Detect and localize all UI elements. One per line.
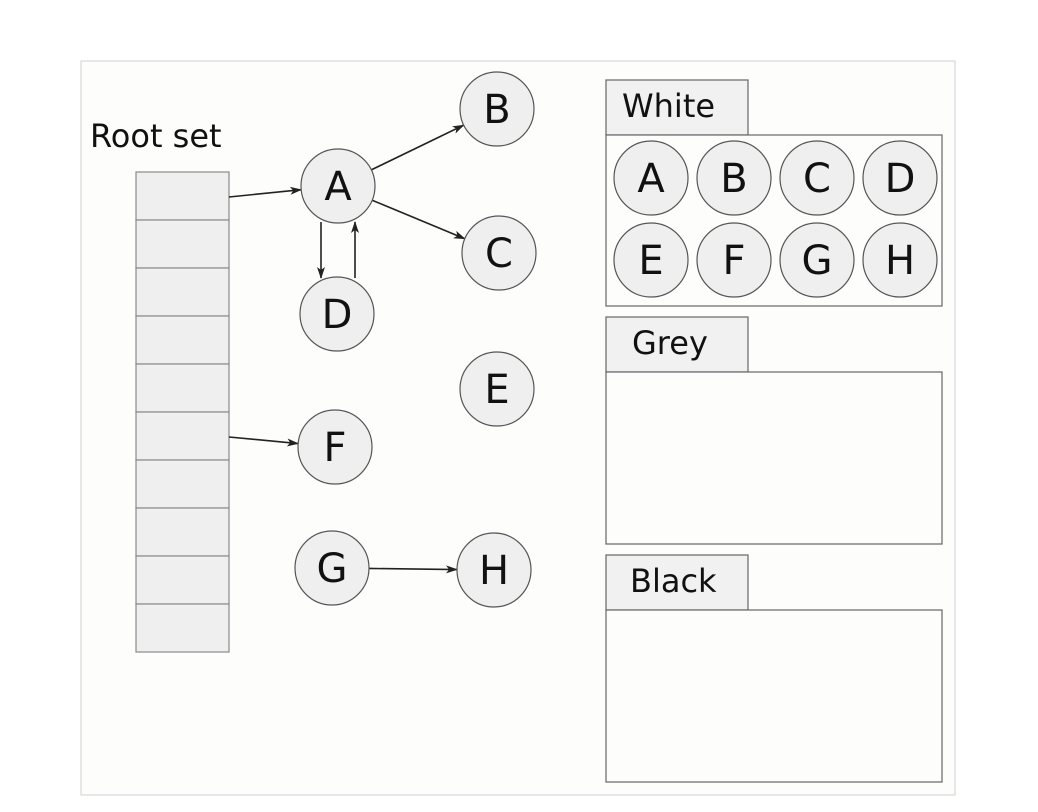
white-member-e: E [613, 222, 689, 298]
white-set-members: A B C D E F G H [613, 140, 938, 298]
node-circle [300, 148, 376, 224]
node-label: E [484, 367, 509, 413]
root-set-cell [135, 267, 230, 317]
member-circle [613, 222, 689, 298]
edge-root-6-to-F [228, 436, 300, 447]
node-g: G [294, 530, 370, 606]
root-set-cell [135, 411, 230, 461]
node-label: D [322, 292, 353, 338]
root-set-cell [135, 459, 230, 509]
node-circle [459, 351, 535, 427]
grey-set-label: Grey [632, 324, 708, 362]
root-set-cell [135, 363, 230, 413]
grey-set: Grey [605, 316, 943, 545]
member-label: A [637, 156, 665, 202]
grey-set-box [605, 371, 943, 545]
black-set-label: Black [630, 562, 717, 600]
white-set-tab [605, 79, 749, 136]
member-circle [862, 140, 938, 216]
reference-edges [228, 124, 466, 574]
root-set-title: Root set [90, 117, 222, 155]
white-member-b: B [696, 140, 772, 216]
root-set-cell [135, 555, 230, 605]
node-label: A [324, 164, 352, 210]
node-circle [461, 215, 537, 291]
white-member-a: A [613, 140, 689, 216]
black-set-box [605, 609, 943, 783]
member-label: F [722, 238, 745, 284]
node-label: B [483, 87, 510, 133]
member-label: G [802, 238, 833, 284]
member-circle [696, 222, 772, 298]
node-d: D [299, 276, 375, 352]
node-label: C [485, 231, 513, 277]
member-circle [613, 140, 689, 216]
member-circle [696, 140, 772, 216]
root-set-cell [135, 315, 230, 365]
grey-set-tab [605, 316, 749, 373]
node-b: B [459, 71, 535, 147]
node-circle [459, 71, 535, 147]
black-set: Black [605, 554, 943, 783]
white-member-c: C [779, 140, 855, 216]
member-circle [862, 222, 938, 298]
edge-root-1-to-A [228, 186, 303, 198]
member-label: D [885, 156, 916, 202]
edge-G-to-H [368, 565, 459, 574]
member-label: C [803, 156, 831, 202]
root-set-cell [135, 603, 230, 653]
node-label: H [479, 548, 509, 594]
edge-A-to-C [371, 199, 466, 240]
edge-A-to-B [370, 124, 465, 171]
member-circle [779, 222, 855, 298]
node-e: E [459, 351, 535, 427]
root-set-cell [135, 507, 230, 557]
node-label: F [323, 425, 346, 471]
white-member-g: G [779, 222, 855, 298]
member-label: E [638, 238, 663, 284]
node-circle [299, 276, 375, 352]
root-set-cell [135, 171, 230, 221]
node-h: H [456, 532, 532, 608]
object-graph-nodes: A B C D E F G H [294, 71, 537, 608]
node-circle [297, 409, 373, 485]
node-circle [456, 532, 532, 608]
root-set-cell [135, 219, 230, 269]
node-c: C [461, 215, 537, 291]
member-label: B [720, 156, 747, 202]
node-f: F [297, 409, 373, 485]
member-label: H [885, 238, 915, 284]
node-a: A [300, 148, 376, 224]
white-set-label: White [622, 87, 715, 125]
white-member-h: H [862, 222, 938, 298]
member-circle [779, 140, 855, 216]
white-member-d: D [862, 140, 938, 216]
white-member-f: F [696, 222, 772, 298]
node-circle [294, 530, 370, 606]
node-label: G [317, 546, 348, 592]
white-set: White A B C D E F G H [605, 79, 943, 307]
root-set-stack [135, 171, 230, 653]
black-set-tab [605, 554, 749, 611]
